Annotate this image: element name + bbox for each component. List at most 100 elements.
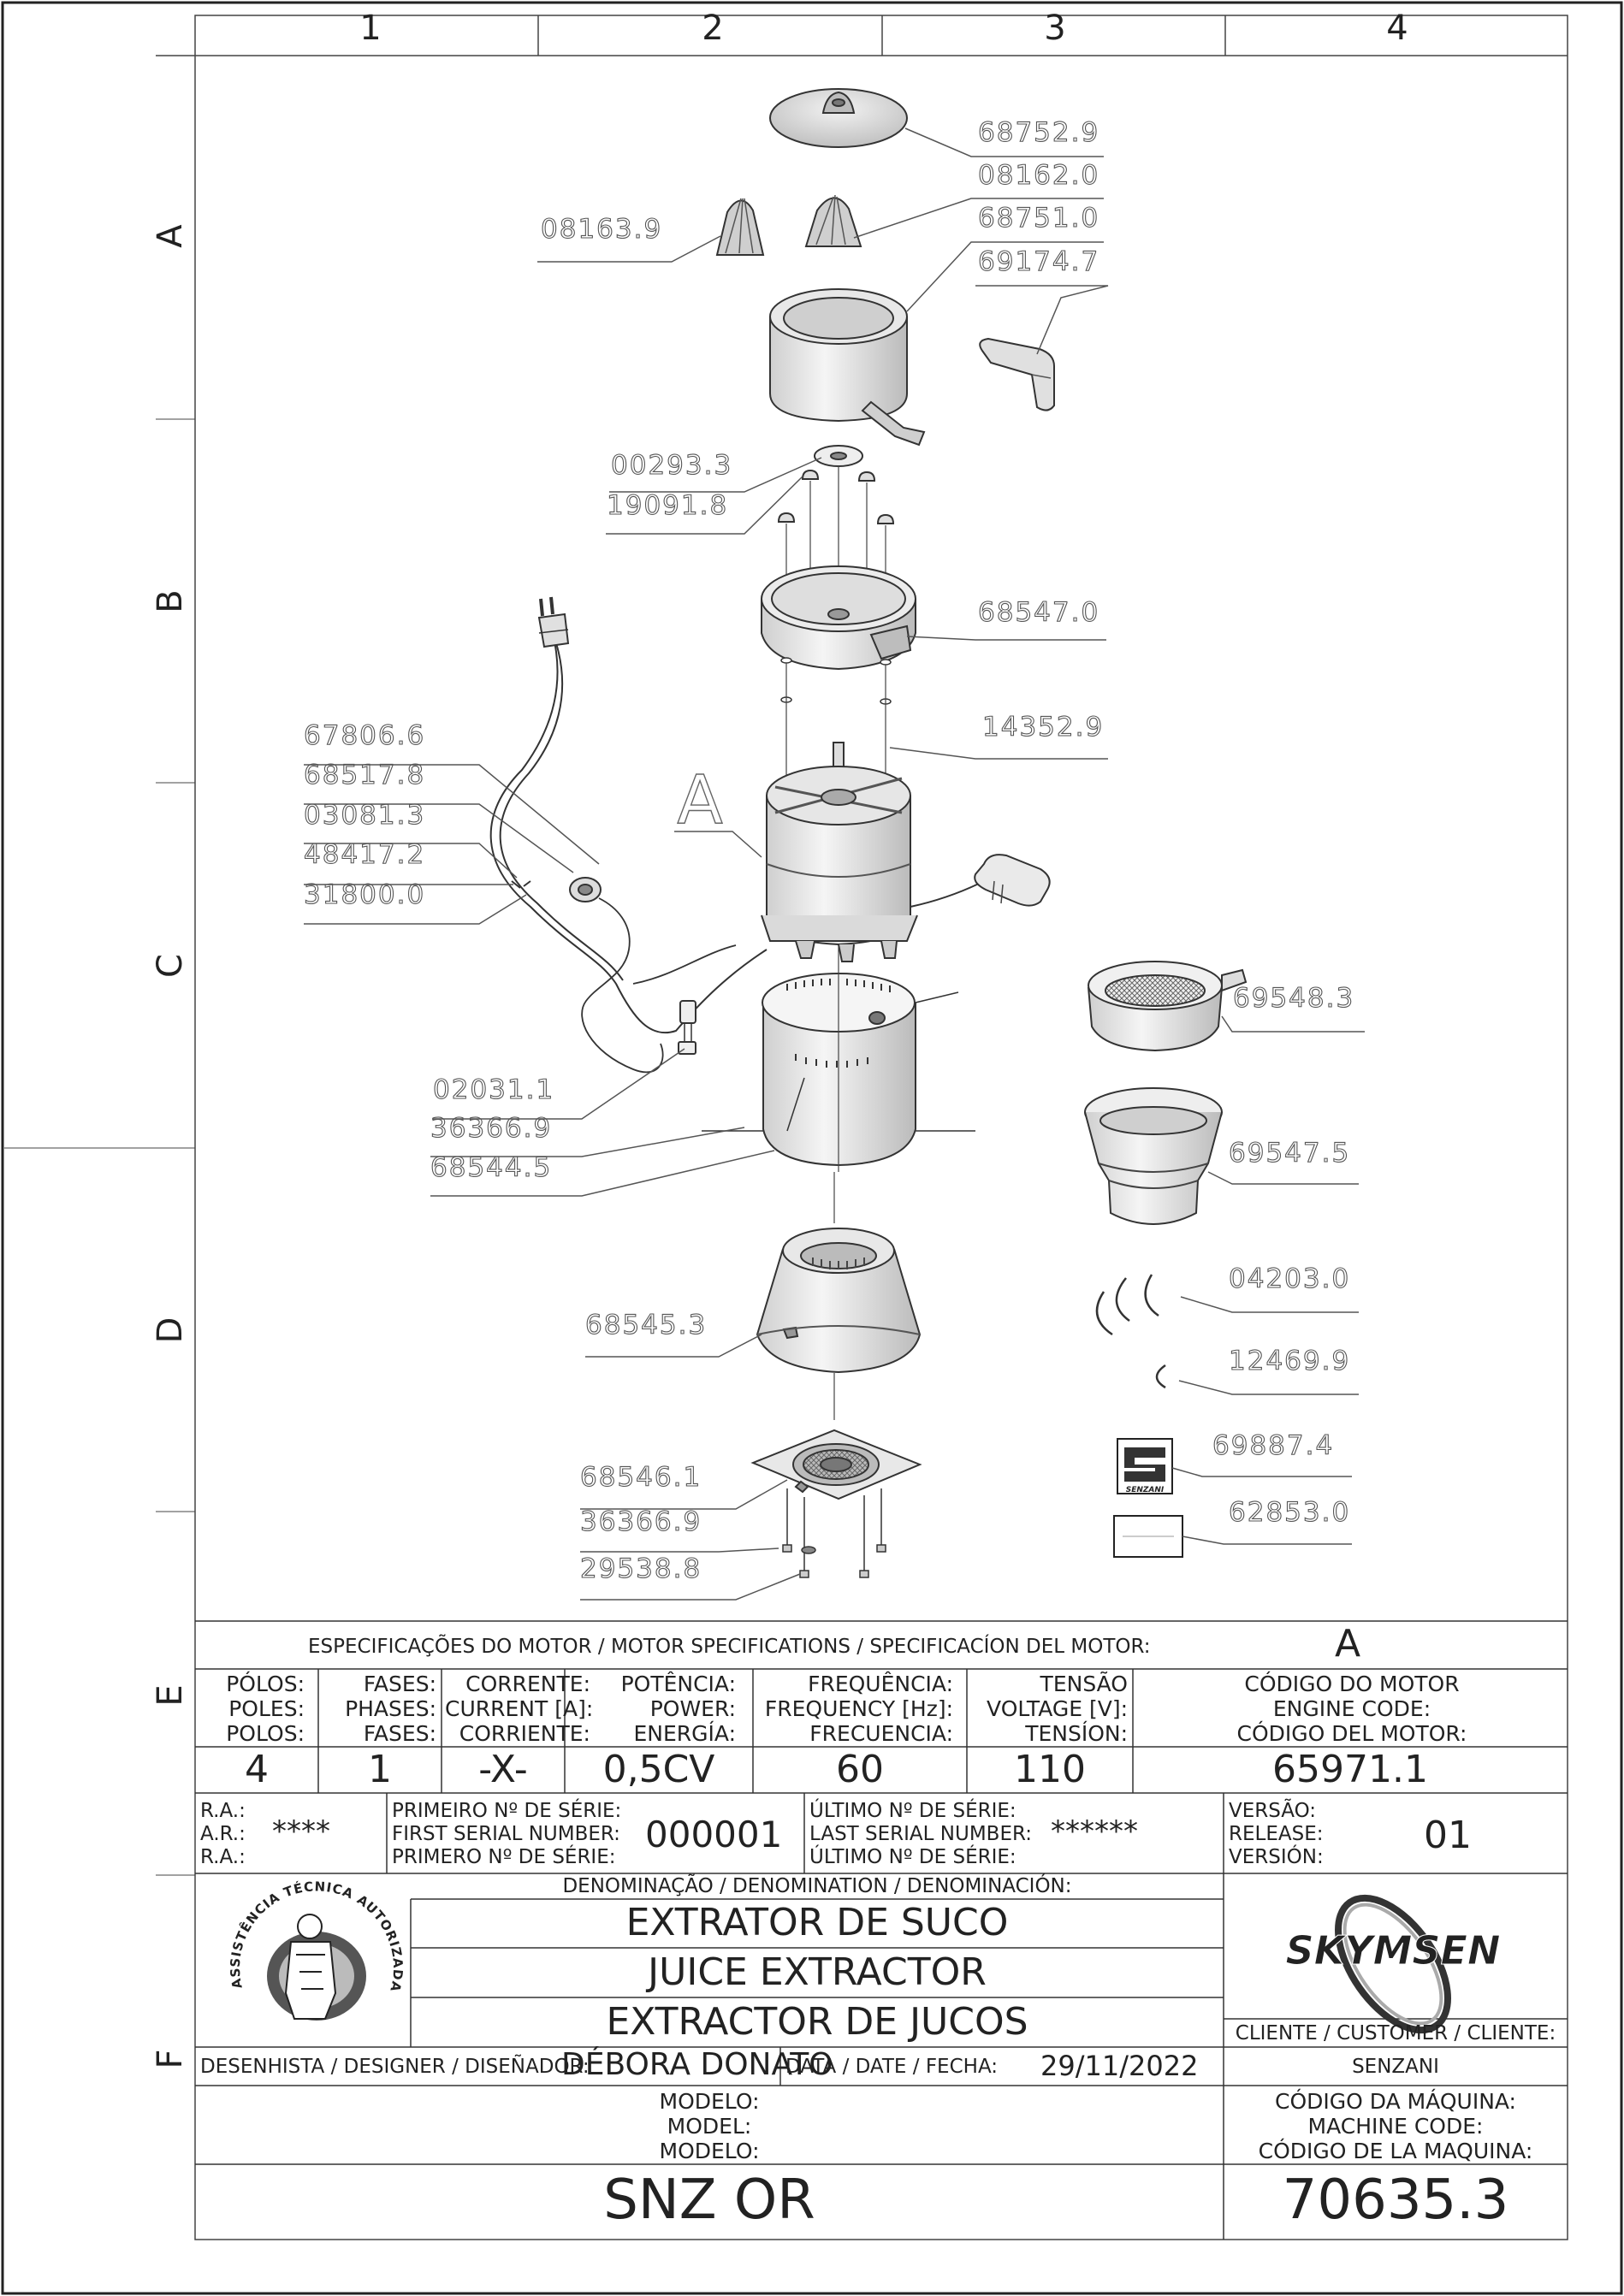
callout-leader-line [304,764,600,865]
voltage-value: 110 [1014,1748,1086,1791]
callout-leader-line [853,198,1104,239]
callout-leader-line [606,476,803,535]
denomination-en: JUICE EXTRACTOR [648,1950,987,1994]
part-number-label: 03081.3 [304,800,425,831]
title-block-grid [195,1620,1568,2240]
callout-leader-line [889,747,1108,760]
callout-leader-line [430,1127,745,1157]
designer-label: DESENHISTA / DESIGNER / DISEÑADOR: [200,2056,590,2078]
part-number-label: 12469.9 [1229,1346,1350,1376]
part-number-label: 68544.5 [430,1152,552,1183]
row-label: F [151,2049,190,2068]
part-number-label: 68751.0 [978,203,1099,234]
callout-leader-line [1171,1467,1352,1477]
part-number-label: 19091.8 [607,490,728,521]
part-number-label: 31800.0 [304,879,425,910]
column-label: 3 [1044,9,1065,48]
part-side-screws [702,991,975,1132]
part-number-label: 14352.9 [982,712,1104,743]
row-label: A [151,224,190,248]
ra-labels: R.A.:A.R.:R.A.: [200,1800,246,1868]
callout-leader-line [609,457,822,493]
designer-value: DÉBORA DONATO [561,2047,833,2082]
model-labels: MODELO:MODEL:MODELO: [659,2089,760,2163]
poles-labels: PÓLOS:POLES:POLOS: [226,1672,305,1746]
denomination-es: EXTRACTOR DE JUCOS [606,2000,1028,2044]
part-feet [782,1488,886,1578]
part-number-label: 69174.7 [978,246,1099,277]
phases-labels: FASES:PHASES:FASES: [345,1672,436,1746]
part-screws [777,469,895,524]
part-terminal [678,1000,696,1055]
current-labels: CORRENTE:CURRENT [A]:CORRIENTE: [445,1672,594,1746]
callout-leader-line [432,1048,685,1120]
parts: SENZANI [489,88,1248,1578]
part-lid [769,88,908,148]
row-label: C [151,954,190,978]
part-plug [537,596,570,648]
callout-leader-line [580,1479,788,1510]
callout-leader-line [1178,1380,1359,1395]
column-label: 4 [1386,9,1408,48]
callout-leader-line [304,803,574,873]
callouts: 68752.908162.068751.069174.708163.900293… [303,116,1365,1601]
ra-value: **** [272,1814,330,1849]
release-value: 01 [1424,1814,1472,1857]
part-label-sticker [1113,1515,1183,1558]
part-number-label: 62853.0 [1229,1497,1350,1528]
denomination-pt: EXTRATOR DE SUCO [625,1901,1009,1944]
last-serial-labels: ÚLTIMO Nº DE SÉRIE:LAST SERIAL NUMBER:ÚL… [809,1800,1033,1868]
part-strain-relief [511,877,602,902]
power-labels: POTÊNCIA:POWER:ENERGÍA: [620,1672,736,1746]
part-number-label: 69887.4 [1212,1430,1334,1461]
column-label: 1 [359,9,381,48]
callout-leader-line [1207,1171,1359,1185]
part-logo-badge: SENZANI [1117,1438,1173,1494]
part-number-label: 68546.1 [580,1462,702,1493]
part-pulp-cup [1084,1087,1223,1225]
model-value: SNZ OR [603,2169,815,2232]
callout-leader-line [1221,1015,1365,1033]
part-number-label: 68545.3 [585,1310,707,1340]
callout-leader-line [1180,1296,1359,1313]
part-number-label: 00293.3 [611,450,732,481]
frequency-labels: FREQUÊNCIA:FREQUENCY [Hz]:FRECUENCIA: [764,1672,953,1746]
callout-leader-line [1182,1536,1352,1545]
part-number-label: 04203.0 [1229,1263,1350,1294]
part-base-plate [750,1429,922,1500]
callout-leader-line [304,894,527,925]
callout-leader-line [585,1334,762,1358]
callout-leader-line [975,285,1109,355]
part-number-label: 68752.9 [978,117,1099,148]
date-value: 29/11/2022 [1040,2050,1199,2082]
part-reamer-small [715,198,765,256]
row-label: B [151,589,190,612]
brand-name: SKYMSEN [1286,1927,1501,1973]
part-number-label: 02031.1 [433,1074,554,1105]
part-springs [1095,1274,1166,1389]
callout-leader-line [904,127,1104,157]
part-number-label: 48417.2 [304,839,425,870]
last-serial-value: ****** [1051,1814,1138,1849]
date-label: DATA / DATE / FECHA: [785,2056,999,2078]
callout-leader-line [580,1573,801,1601]
inner-frame [194,15,1568,2240]
part-power-cord [489,641,768,1074]
part-number-label: 69548.3 [1233,983,1354,1014]
part-number-label: 08163.9 [541,214,662,245]
client-label: CLIENTE / CUSTOMER / CLIENTE: [1235,2022,1556,2045]
column-label: 2 [702,9,723,48]
part-spout [979,337,1055,411]
row-label: E [151,1684,190,1706]
part-seal [814,445,863,467]
row-label: D [151,1317,190,1344]
callout-leader-line [430,1150,775,1197]
motor-callout-label: A [677,762,722,839]
callout-leader-line [537,235,721,263]
callout-leader-line [580,1547,779,1553]
engine-code-value: 65971.1 [1272,1748,1428,1791]
machine-code-value: 70635.3 [1282,2169,1509,2232]
